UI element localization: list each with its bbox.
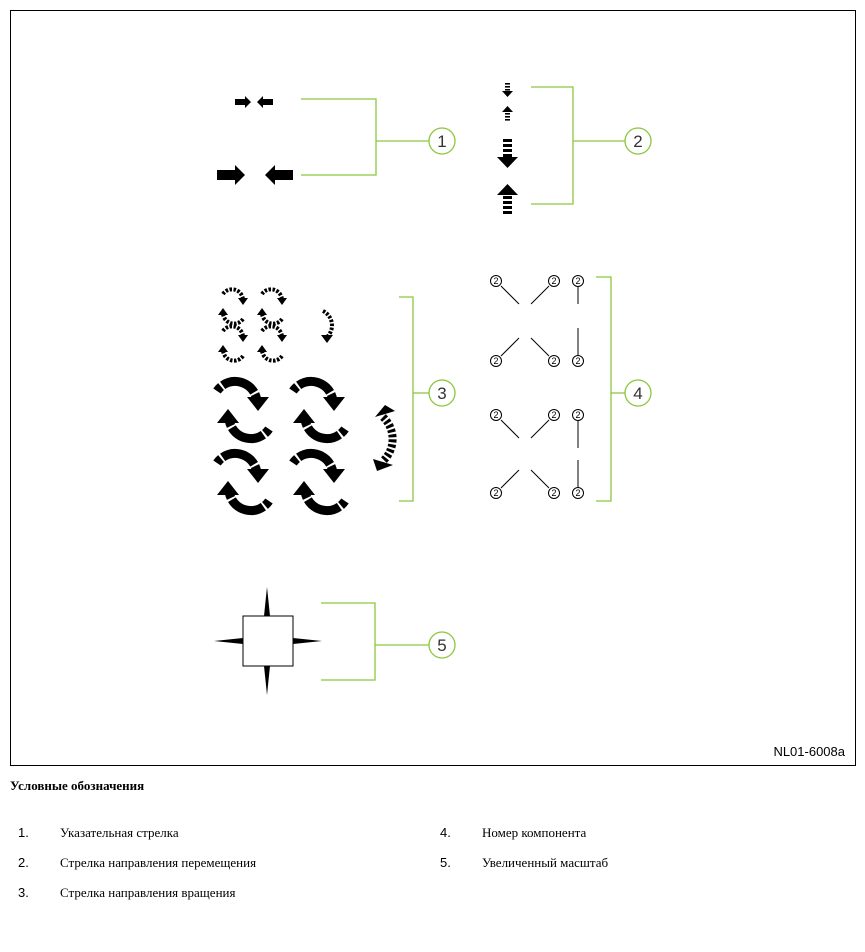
- component-label: 2: [575, 488, 580, 498]
- diagram-canvas: 1: [11, 83, 652, 695]
- pointer-arrow-icon: [217, 96, 293, 185]
- legend-item-number: 5.: [440, 855, 451, 870]
- diagram-figure: 1: [10, 10, 856, 766]
- component-label: 2: [551, 488, 556, 498]
- component-label: 2: [551, 276, 556, 286]
- component-label: 2: [493, 488, 498, 498]
- component-label: 2: [493, 276, 498, 286]
- movement-arrow-icon: [497, 83, 518, 214]
- component-label: 2: [575, 276, 580, 286]
- callout-5-number: 5: [437, 636, 446, 655]
- component-number-icon: 2 2 2 2 2 2 2 2 2 2 2 2: [490, 275, 584, 499]
- callout-3-lines: [399, 296, 456, 502]
- legend-item-number: 3.: [18, 885, 29, 900]
- callout-5-lines: [321, 602, 456, 681]
- component-label: 2: [575, 410, 580, 420]
- callout-2-number: 2: [633, 132, 642, 151]
- callout-1-number: 1: [437, 132, 446, 151]
- enlarged-scale-group: 5: [214, 587, 456, 695]
- legend-item-text: Увеличенный масштаб: [482, 855, 609, 870]
- legend-item-text: Стрелка направления перемещения: [60, 855, 257, 870]
- component-leader-lines: [500, 285, 579, 489]
- rotation-arrow-icon: [217, 287, 397, 510]
- component-label: 2: [493, 410, 498, 420]
- pointer-arrows-group: 1: [217, 96, 456, 185]
- callout-4-number: 4: [633, 384, 642, 403]
- legend-item-text: Стрелка направления вращения: [60, 885, 236, 900]
- callout-1-lines: [301, 98, 456, 176]
- figure-code: NL01-6008a: [773, 744, 845, 759]
- component-label: 2: [575, 356, 580, 366]
- movement-arrows-group: 2: [497, 83, 652, 214]
- component-numbers-group: 2 2 2 2 2 2 2 2 2 2 2 2 4: [490, 275, 652, 502]
- callout-2-lines: [531, 86, 652, 205]
- component-label: 2: [493, 356, 498, 366]
- legend-item-text: Указательная стрелка: [60, 825, 179, 840]
- legend-item-number: 2.: [18, 855, 29, 870]
- legend-title: Условные обозначения: [10, 778, 145, 793]
- component-label: 2: [551, 356, 556, 366]
- enlarged-view-icon: [214, 587, 322, 695]
- legend-item-number: 1.: [18, 825, 29, 840]
- legend-item-text: Номер компонента: [482, 825, 587, 840]
- rotation-arrows-group: 3: [217, 287, 456, 510]
- legend-item-number: 4.: [440, 825, 451, 840]
- callout-3-number: 3: [437, 384, 446, 403]
- callout-4-lines: [596, 276, 652, 502]
- component-label: 2: [551, 410, 556, 420]
